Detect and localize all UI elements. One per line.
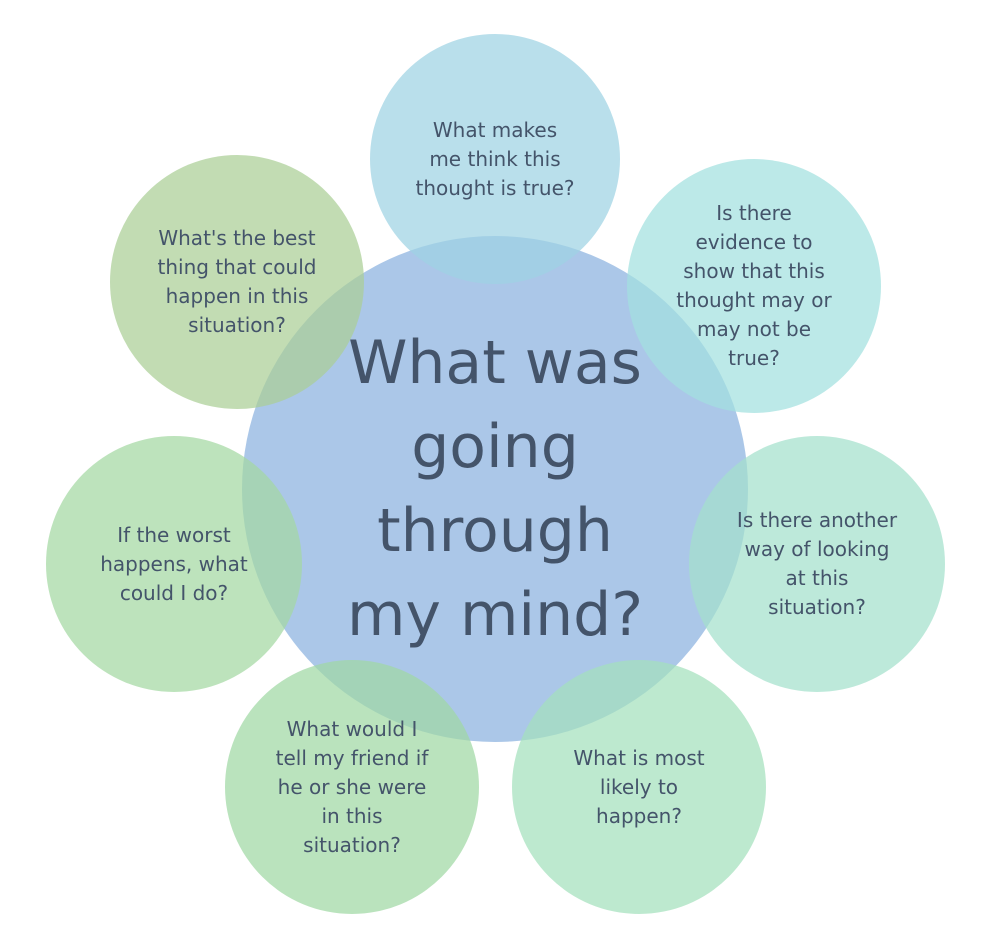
- question-text-right: Is there another way of looking at this …: [736, 508, 898, 619]
- question-circle-top: What makes me think this thought is true…: [370, 34, 620, 284]
- question-text-lower-right: What is most likely to happen?: [573, 745, 705, 828]
- question-text-lower-left: What would I tell my friend if he or she…: [275, 716, 429, 857]
- question-text-left: If the worst happens, what could I do?: [100, 522, 248, 605]
- question-text-upper-right: Is there evidence to show that this thou…: [676, 201, 832, 370]
- question-text-upper-left: What's the best thing that could happen …: [157, 226, 317, 337]
- question-text-top: What makes me think this thought is true…: [415, 117, 575, 200]
- question-circle-upper-right: Is there evidence to show that this thou…: [627, 159, 881, 413]
- question-circle-right: Is there another way of looking at this …: [689, 436, 945, 692]
- central-question-text: What was going through my mind?: [346, 328, 644, 650]
- question-circle-lower-right: What is most likely to happen?: [512, 660, 766, 914]
- question-circle-left: If the worst happens, what could I do?: [46, 436, 302, 692]
- question-circle-lower-left: What would I tell my friend if he or she…: [225, 660, 479, 914]
- question-circle-upper-left: What's the best thing that could happen …: [110, 155, 364, 409]
